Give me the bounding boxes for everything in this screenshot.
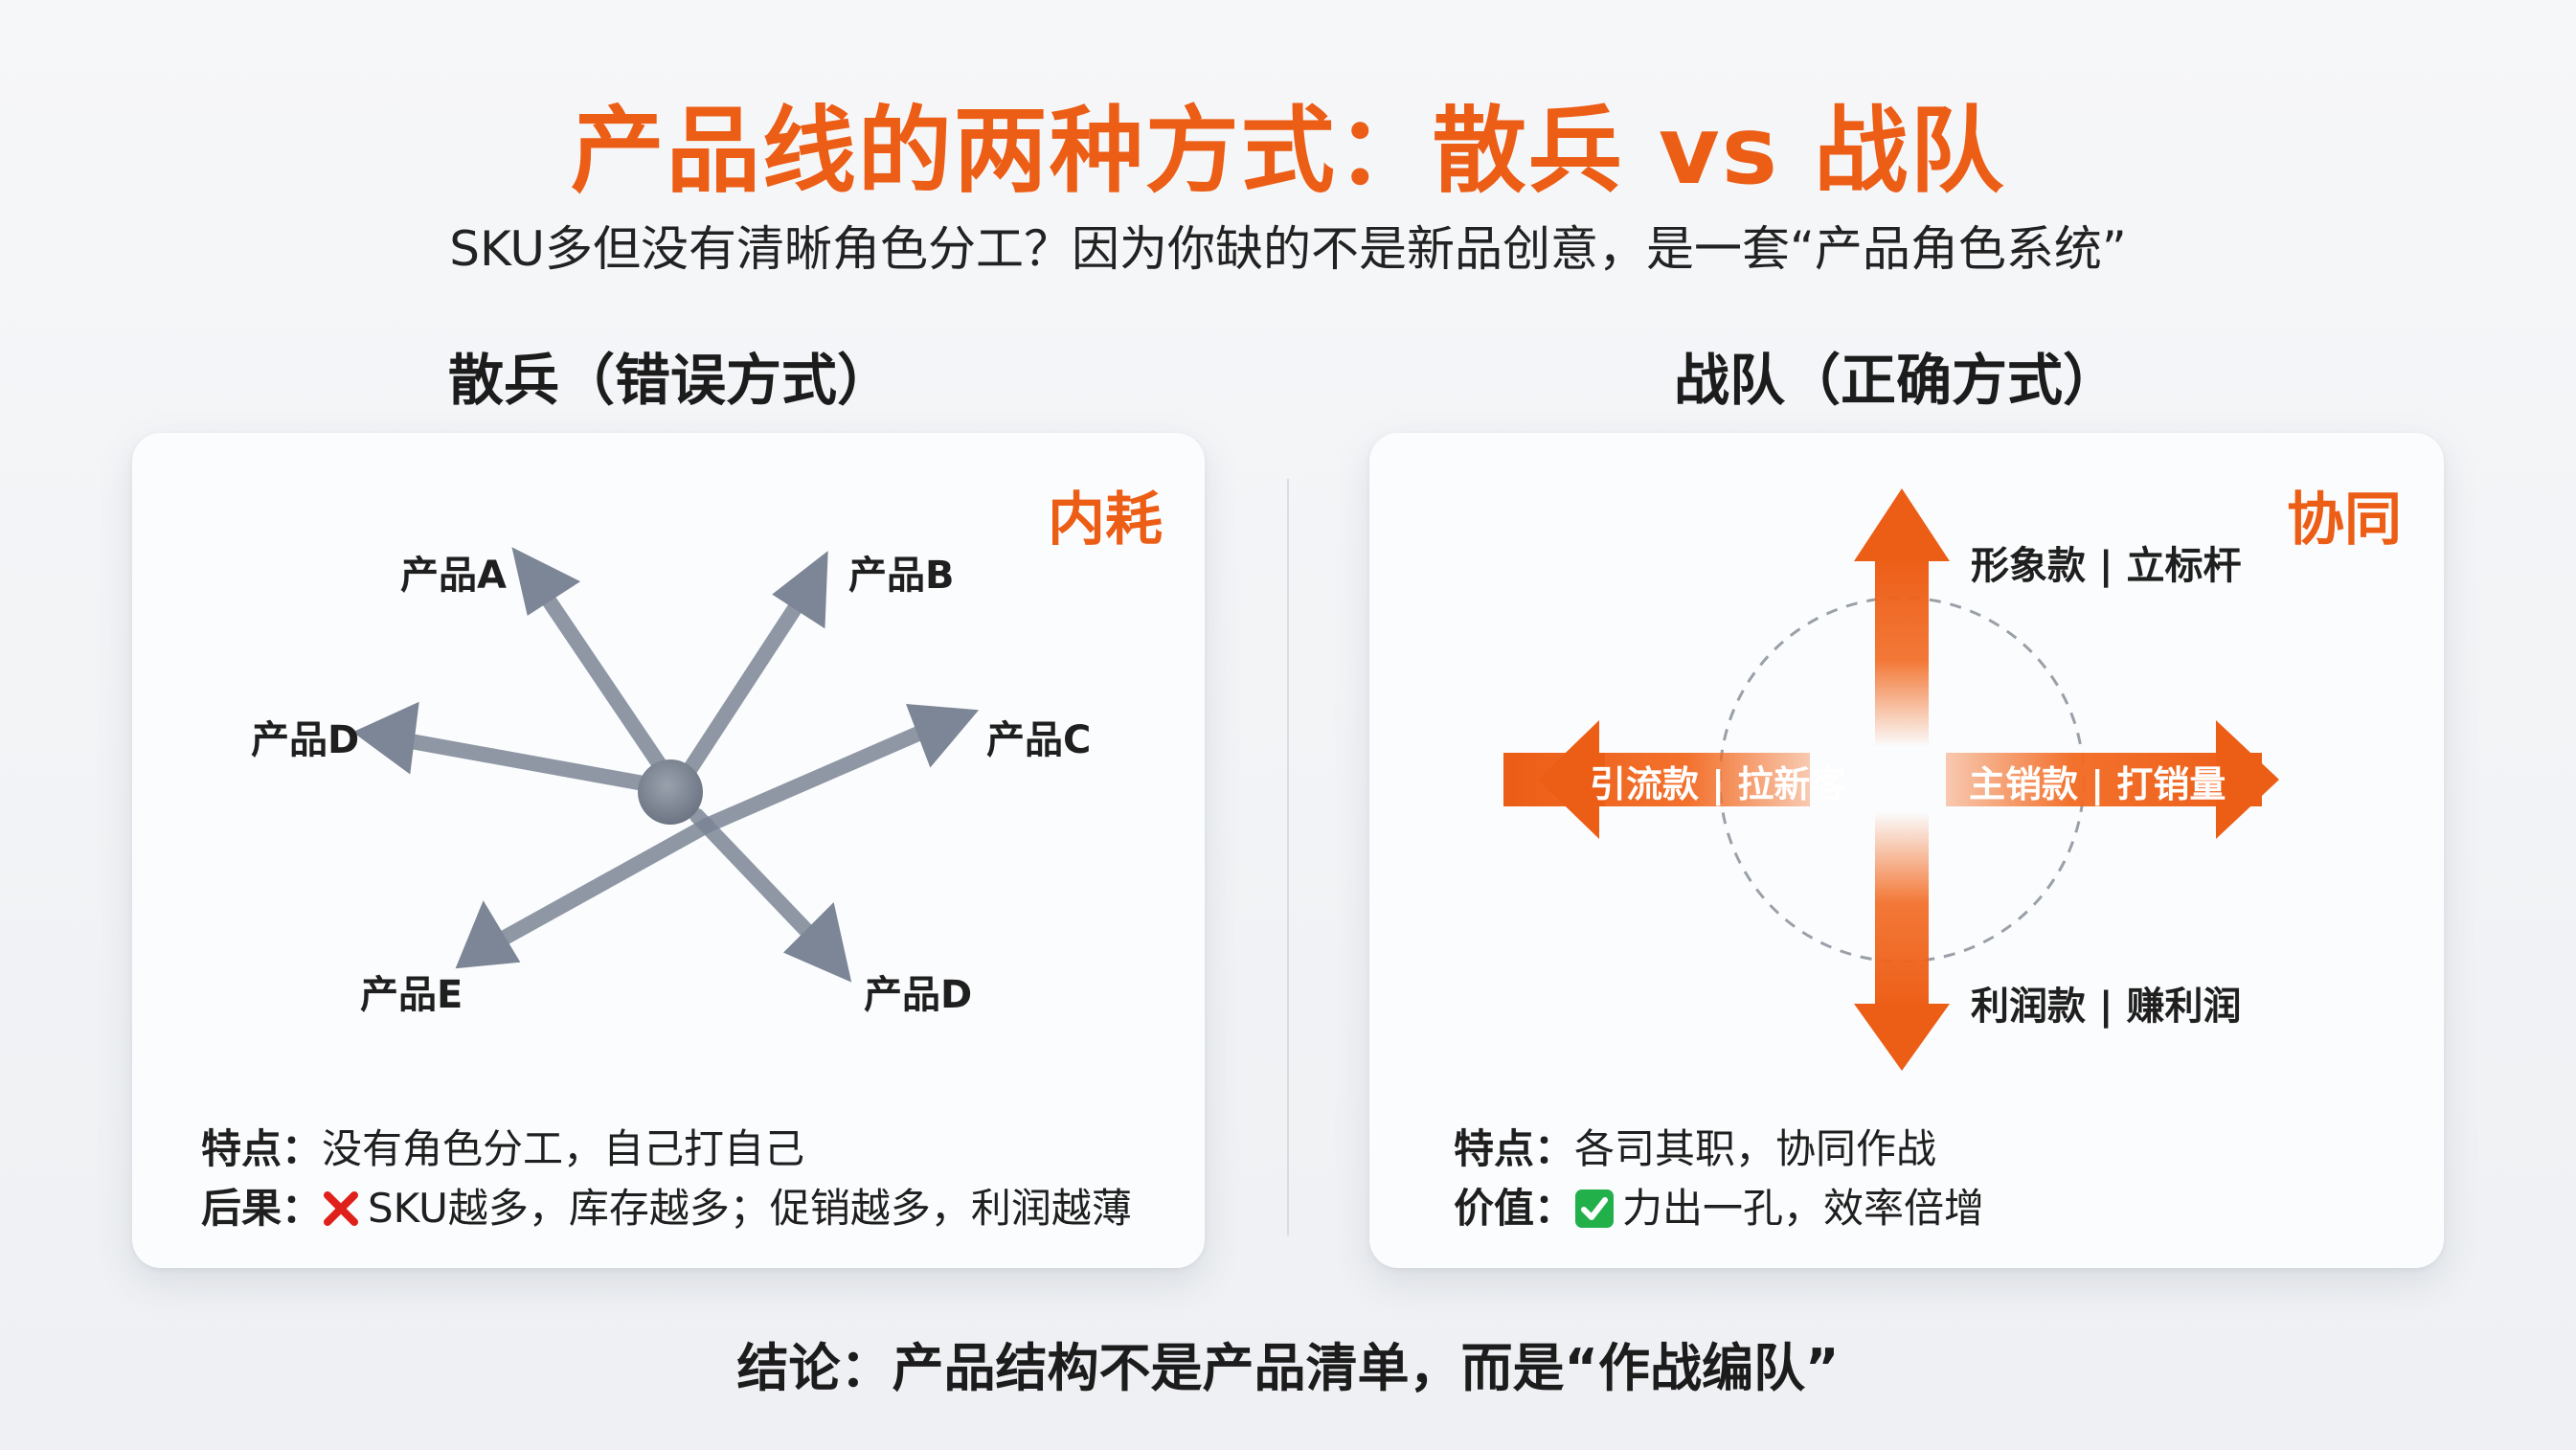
role-image-label: 形象款 | 立标杆 [1971,544,2242,588]
role-profit-label: 利润款 | 赚利润 [1971,985,2242,1029]
arrow-left-traffic [1503,720,1810,839]
left-trait-value: 没有角色分工，自己打自己 [322,1125,805,1172]
label-product-a: 产品A [400,554,507,598]
left-result-line: 后果： SKU越多，库存越多；促销越多，利润越薄 [201,1176,1132,1235]
right-card: 协同 [1369,433,2444,1268]
conclusion-text: 结论：产品结构不是产品清单，而是“作战编队” [736,1338,1840,1398]
cross-mark-icon [324,1191,359,1226]
arrow-product-e [455,818,714,969]
role-main-label: 主销款 | 打销量 [1969,763,2226,805]
arrow-product-d-left [352,701,662,793]
left-result-key: 后果： [201,1185,323,1232]
right-value-line: 价值： 力出一孔，效率倍增 [1454,1176,1984,1235]
right-section-title: 战队（正确方式） [1673,348,2118,413]
label-product-c: 产品C [986,718,1092,762]
arrow-hub [638,759,703,825]
right-card-tag: 协同 [2287,487,2402,554]
check-mark-icon [1575,1189,1615,1228]
left-card-tag: 内耗 [1048,487,1163,554]
left-trait-line: 特点：没有角色分工，自己打自己 [201,1117,804,1175]
arrow-down-lead [1854,812,1950,1071]
center-divider [1287,479,1289,1235]
left-trait-key: 特点： [201,1125,323,1172]
right-trait-key: 特点： [1454,1125,1575,1172]
arrow-up-image [1854,488,1950,747]
arrow-product-b [680,551,828,781]
label-product-b: 产品B [848,554,955,598]
left-result-value: SKU越多，库存越多；促销越多，利润越薄 [368,1185,1132,1232]
left-card: 内耗 [132,433,1205,1268]
page-title: 产品线的两种方式：散兵 vs 战队 [570,97,2006,206]
arrow-product-d-right [689,808,852,983]
arrow-right-main [1946,720,2279,839]
label-product-d-right: 产品D [864,973,973,1017]
right-value-value: 力出一孔，效率倍增 [1622,1185,1985,1232]
right-trait-value: 各司其职，协同作战 [1574,1125,1937,1172]
arrow-product-c [699,703,980,833]
right-value-key: 价值： [1454,1185,1575,1232]
team-cross-diagram [1503,488,2279,1071]
left-section-title: 散兵（错误方式） [447,348,893,413]
role-traffic-label: 引流款 | 拉新客 [1590,763,1847,805]
label-product-e: 产品E [360,973,463,1017]
scattered-arrows-diagram [352,547,980,983]
label-product-d-left: 产品D [251,718,360,762]
right-trait-line: 特点：各司其职，协同作战 [1454,1117,1936,1175]
page-subtitle: SKU多但没有清晰角色分工？因为你缺的不是新品创意，是一套“产品角色系统” [449,221,2127,277]
arrow-product-a [511,547,676,785]
